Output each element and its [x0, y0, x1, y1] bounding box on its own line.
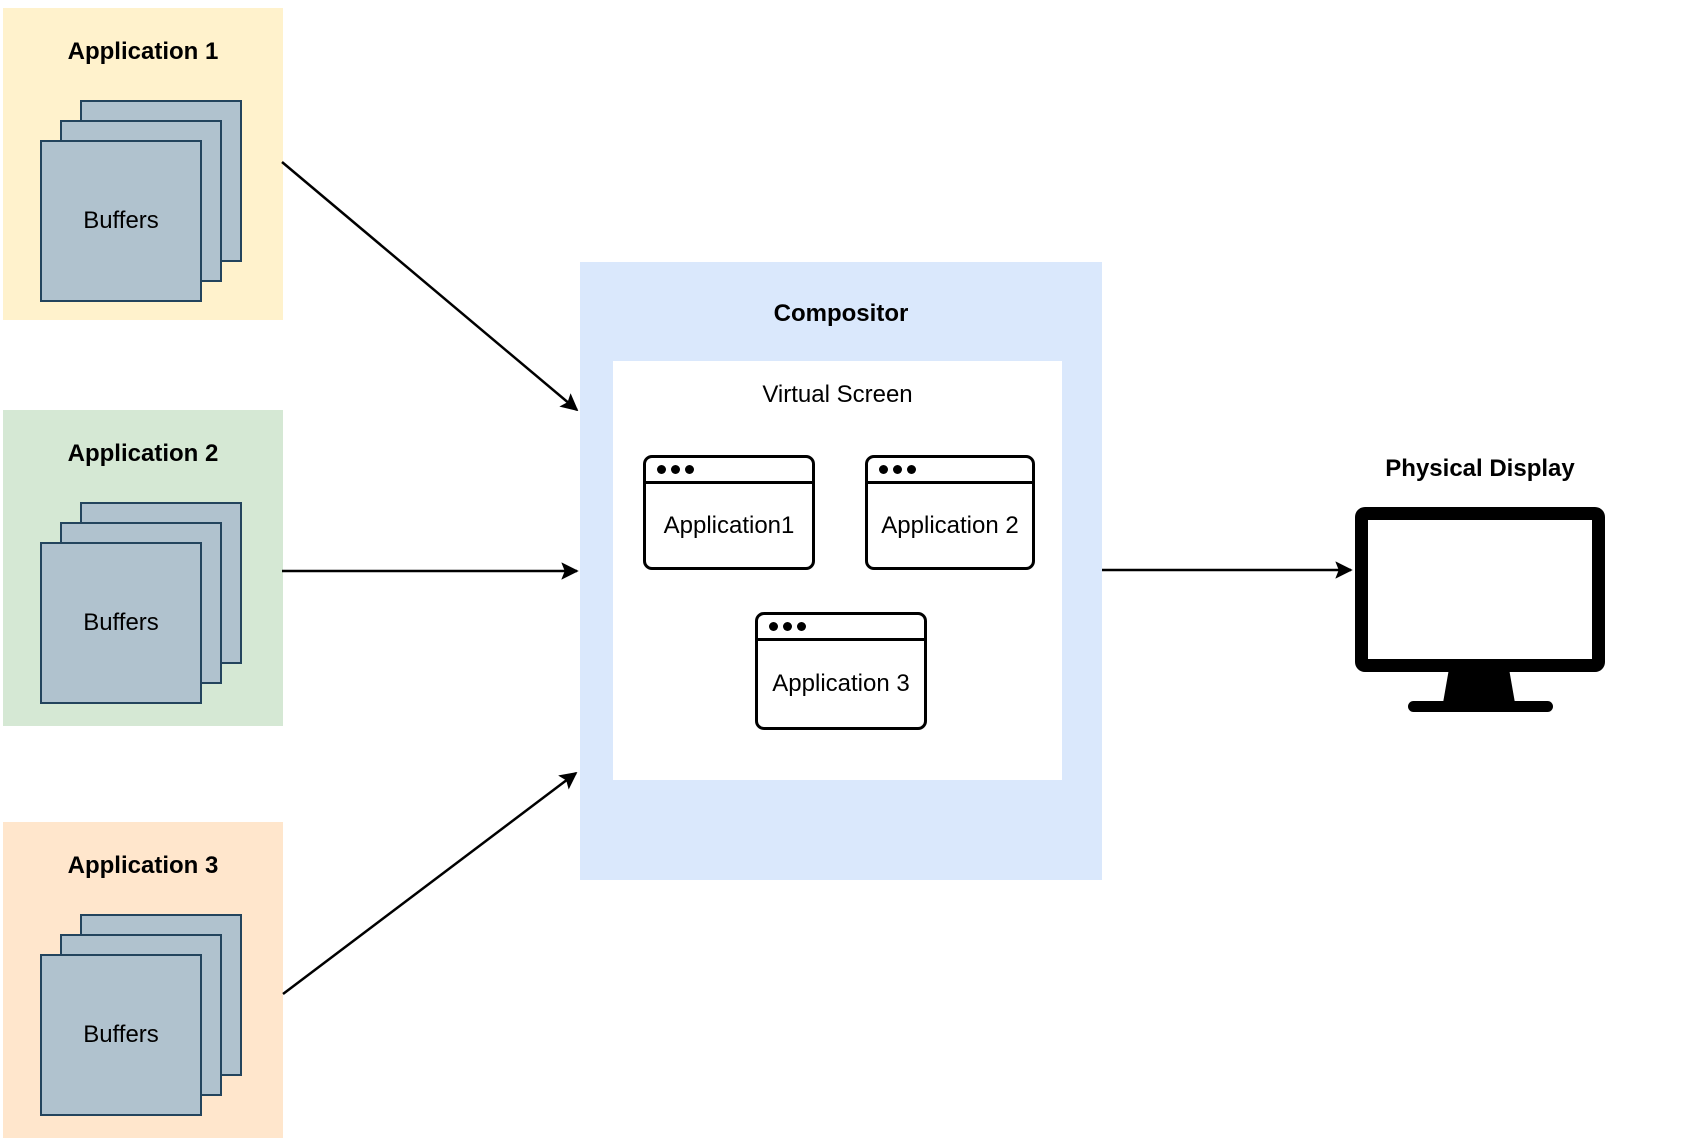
buffers-label: Buffers: [83, 1021, 159, 1048]
window-dot-icon: [907, 465, 916, 474]
virtual-window-application3: Application 3: [755, 612, 927, 730]
application-3-title: Application 3: [67, 852, 219, 879]
window-dot-icon: [685, 465, 694, 474]
buffer-square-front: Buffers: [40, 542, 202, 704]
application-2-box: Application 2 Buffers: [3, 410, 283, 726]
application-1-buffer-stack: Buffers: [3, 8, 283, 320]
arrow-application3-to-compositor: [282, 771, 578, 995]
physical-display-title: Physical Display: [1385, 455, 1575, 482]
monitor-screen: [1355, 507, 1605, 672]
buffers-label: Buffers: [83, 207, 159, 234]
window-label: Application 3: [772, 670, 910, 697]
window-titlebar: [646, 458, 812, 484]
application-2-buffer-stack: Buffers: [3, 410, 283, 726]
window-titlebar: [758, 615, 924, 641]
window-dot-icon: [797, 622, 806, 631]
monitor-stand-neck: [1443, 670, 1515, 703]
window-dot-icon: [893, 465, 902, 474]
buffer-square-front: Buffers: [40, 954, 202, 1116]
application-3-box: Application 3 Buffers: [3, 822, 283, 1138]
virtual-window-application1: Application1: [643, 455, 815, 570]
window-dot-icon: [783, 622, 792, 631]
window-dot-icon: [657, 465, 666, 474]
compositor-title: Compositor: [773, 300, 909, 327]
window-dot-icon: [769, 622, 778, 631]
application-1-title: Application 1: [67, 38, 219, 65]
virtual-window-application2: Application 2: [865, 455, 1035, 570]
window-label: Application1: [663, 511, 795, 539]
window-titlebar: [868, 458, 1032, 484]
compositor-box: Compositor Virtual Screen: [580, 262, 1102, 880]
window-dot-icon: [879, 465, 888, 474]
monitor-stand-base: [1408, 701, 1553, 712]
application-2-title: Application 2: [67, 440, 219, 467]
virtual-screen-title: Virtual Screen: [762, 381, 913, 408]
window-label: Application 2: [881, 511, 1019, 539]
buffers-label: Buffers: [83, 609, 159, 636]
application-3-buffer-stack: Buffers: [3, 822, 283, 1138]
buffer-square-front: Buffers: [40, 140, 202, 302]
arrow-application1-to-compositor: [281, 161, 579, 412]
application-1-box: Application 1 Buffers: [3, 8, 283, 320]
window-dot-icon: [671, 465, 680, 474]
